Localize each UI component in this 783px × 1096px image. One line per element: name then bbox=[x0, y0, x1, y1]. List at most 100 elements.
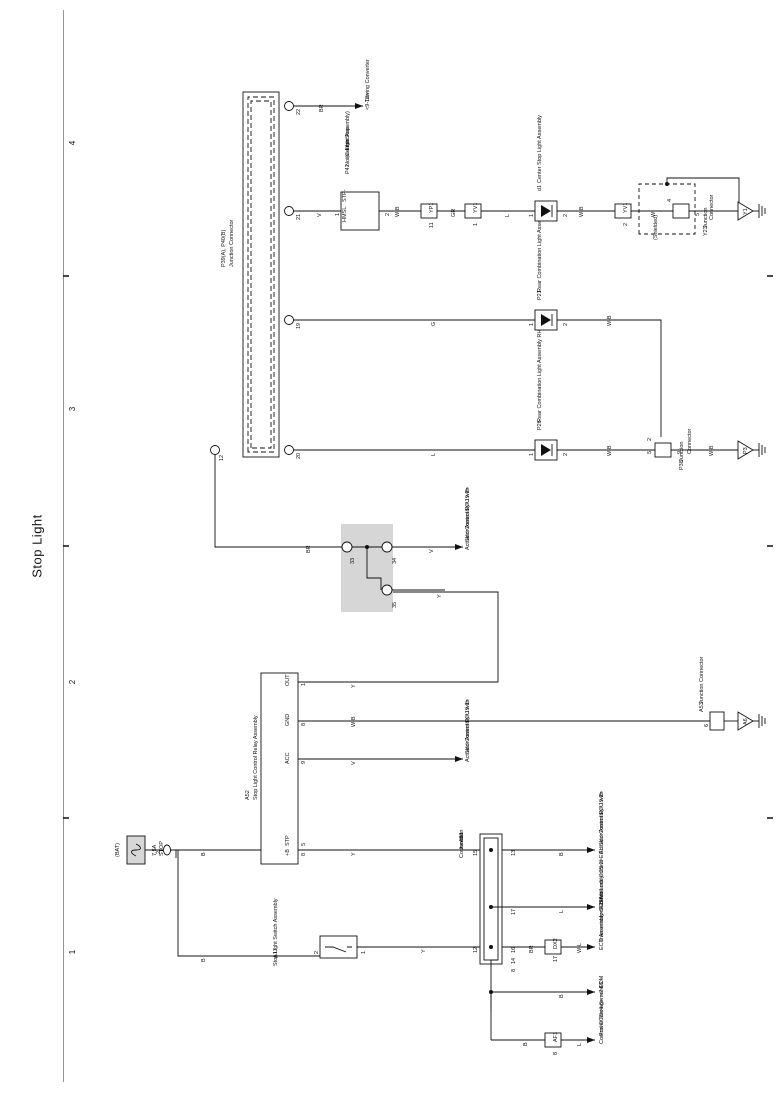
towing-converter-wire: BR Towing Converter <9-12> bbox=[293, 59, 371, 112]
stop-light-schematic: 1 2 3 4 (BAT) 7.5A STOP 2 bbox=[62, 10, 773, 1082]
rh-code: P26 bbox=[537, 420, 543, 430]
a61-out1-dest-1: Skid Control ECU with bbox=[599, 792, 605, 846]
a61-output-3: DX2 17 BR W-L Transmission Control ECU A… bbox=[502, 890, 605, 962]
ground-p3-label: P3 bbox=[743, 447, 749, 454]
a61-out1-dest-2: Actuator Assembly<19-2> bbox=[599, 791, 605, 854]
filter-pin-2: 2 bbox=[385, 213, 391, 216]
towing-dest-1: Towing Converter bbox=[365, 59, 371, 102]
skid-in-wire: Y bbox=[437, 594, 443, 598]
skid-pin-33: 33 bbox=[350, 558, 356, 564]
rear-light-lh: G 1 2 P21 Rear Combination Light Assembl… bbox=[293, 201, 662, 437]
fuse-name: STOP bbox=[159, 841, 165, 856]
title-band: Stop Light bbox=[10, 10, 63, 1082]
lh-name: Rear Combination Light Assembly LH bbox=[537, 201, 543, 292]
relay-terminal-stp: STP bbox=[285, 835, 291, 846]
p38-pin-2: 2 bbox=[647, 438, 653, 441]
yv1-pin-b: 2 bbox=[623, 223, 629, 226]
y23-name-1: Junction bbox=[703, 208, 709, 229]
relay-pin-gnd: 8 bbox=[301, 723, 307, 726]
stp-wire-label: Y bbox=[351, 852, 357, 856]
wire-b-relay: B bbox=[201, 852, 207, 856]
a61-pin-15: 15 bbox=[473, 850, 479, 856]
skid-out-wire: V bbox=[429, 549, 435, 553]
a61-out1-wire: B bbox=[559, 852, 565, 856]
ground-y1-icon bbox=[737, 201, 754, 221]
rh-pin1: 1 bbox=[529, 453, 535, 456]
switch-pin-out: 1 bbox=[361, 951, 367, 954]
center-led-icon bbox=[541, 205, 551, 217]
skid-pin-35: 35 bbox=[392, 602, 398, 608]
noise-filter: V STP- HMSL 1 2 P42 Noise Filter (Center… bbox=[293, 111, 535, 231]
a61-pin-17: 17 bbox=[511, 909, 517, 915]
a61-pin-13: 13 bbox=[511, 850, 517, 856]
acc-wire-label: V bbox=[351, 761, 357, 765]
rh-wire-l: L bbox=[431, 453, 437, 456]
a61-output-2: 17 L Shift Lock Control ECU Sub-Assembly… bbox=[491, 846, 605, 915]
relay-pin-acc: 9 bbox=[301, 761, 307, 764]
towing-wire: BR bbox=[319, 104, 325, 112]
p38-wire: W-B bbox=[709, 445, 715, 456]
skid-left-wire: BR bbox=[306, 545, 312, 553]
a53-code: A53 bbox=[699, 702, 705, 712]
skid-dest-1: Skid Control ECU with bbox=[465, 488, 471, 542]
center-pin2: 2 bbox=[563, 214, 569, 217]
relay-terminal-acc: ACC bbox=[285, 752, 291, 764]
wire-b-switch: B bbox=[201, 958, 207, 962]
relay-terminal-b: +B bbox=[285, 849, 291, 856]
ecm-dest-2: <7-16> bbox=[599, 979, 605, 996]
y23-pin-4: 4 bbox=[667, 199, 673, 202]
acc-dest-1: Skid Control ECU with bbox=[465, 700, 471, 754]
column-markers: 1 2 3 4 bbox=[62, 10, 773, 1082]
yv1-pin-a: 1 bbox=[473, 223, 479, 226]
y23-pin-5: 5 bbox=[695, 213, 701, 216]
filter-name-1: Noise Filter bbox=[345, 138, 351, 166]
relay-pin-b: 8 bbox=[301, 853, 307, 856]
a61-out3-wire2: W-L bbox=[577, 943, 583, 953]
p38-name-1: Junction bbox=[679, 442, 685, 463]
a61-out3-dest-2: ECU Assembly<7-25> bbox=[599, 896, 605, 950]
af1-conn-label: AF1 bbox=[553, 1032, 559, 1042]
fuse-icon bbox=[131, 843, 141, 857]
center-name: Center Stop Light Assembly bbox=[537, 115, 543, 183]
p38-pin-5: 5 bbox=[647, 451, 653, 454]
a61-pin-8: 8 bbox=[511, 969, 517, 972]
lh-code: P21 bbox=[537, 290, 543, 300]
p39-pin-22: 22 bbox=[296, 109, 302, 115]
rh-pin2: 2 bbox=[563, 453, 569, 456]
lh-pin1: 1 bbox=[529, 323, 535, 326]
relay-out-wire: Y bbox=[298, 591, 499, 688]
diagram-area: 1 2 3 4 (BAT) 7.5A STOP 2 bbox=[62, 10, 773, 1082]
filter-wire-gr: GR bbox=[451, 209, 457, 217]
acc-dest-2: Actuator Assembly<19-1> bbox=[465, 699, 471, 762]
junction-p39: P39(A), P40(B) Junction Connector 12 20 … bbox=[210, 91, 302, 461]
p39-code: P39(A), P40(B) bbox=[221, 230, 227, 267]
a61-pin-12: 12 bbox=[473, 947, 479, 953]
skid-dest-2: Actuator Assembly<19-2> bbox=[465, 487, 471, 550]
filter-wire-wb: W-B bbox=[395, 206, 401, 217]
out-wire-label: Y bbox=[351, 684, 357, 688]
rear-light-rh: L 1 2 P26 Rear Combination Light Assembl… bbox=[293, 330, 679, 461]
relay-code: A52 bbox=[245, 790, 251, 800]
yp1-pin: 11 bbox=[429, 222, 435, 228]
stop-light-control-relay: A52 Stop Light Control Relay Assembly +B… bbox=[245, 672, 307, 865]
relay-pin-out: 1 bbox=[301, 683, 307, 686]
rh-name: Rear Combination Light Assembly RH bbox=[537, 330, 543, 422]
junction-a61: A61 Junction Connector 15 12 14 13 16 bbox=[459, 830, 517, 965]
filter-terminal-hmsl: HMSL bbox=[342, 207, 348, 222]
column-label-4: 4 bbox=[68, 140, 77, 145]
switch-icon bbox=[325, 946, 352, 953]
towing-dest-2: <9-12> bbox=[365, 93, 371, 110]
pm-wire2: L bbox=[577, 1043, 583, 1046]
skid-pin-34: 34 bbox=[392, 558, 398, 564]
column-label-3: 3 bbox=[68, 406, 77, 411]
y23-code: Y23 bbox=[703, 226, 709, 236]
ecm-dest-1: ECM bbox=[599, 975, 605, 988]
page-title: Stop Light bbox=[29, 514, 44, 578]
rh-led-icon bbox=[541, 444, 551, 456]
ecm-wire: B bbox=[559, 994, 565, 998]
shield-label: (Shielded) bbox=[653, 215, 659, 240]
af1-pin: 8 bbox=[553, 1052, 559, 1055]
ground-a6-icon bbox=[737, 711, 754, 731]
center-pin1: 1 bbox=[529, 214, 535, 217]
